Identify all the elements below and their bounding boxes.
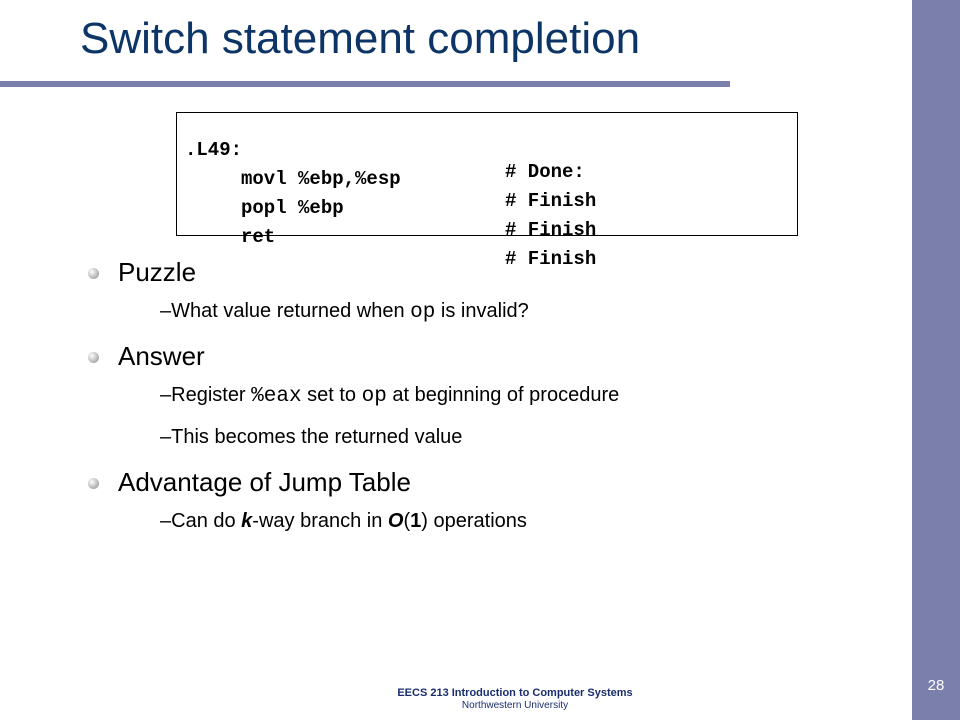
code-comment: # Finish (505, 219, 597, 241)
bullet-icon (88, 352, 99, 363)
bullet-heading-answer: Answer (118, 341, 205, 371)
code-eax: %eax (251, 385, 302, 408)
slide-number: 28 (927, 677, 945, 694)
code-line: .L49: # Done: (177, 117, 797, 183)
bullet-heading-puzzle: Puzzle (118, 257, 197, 287)
right-accent-bar (912, 0, 960, 720)
bullet-icon (88, 268, 99, 279)
code-comment: # Finish (505, 190, 597, 212)
code-instruction: popl %ebp (241, 197, 344, 219)
sub-bullet: –This becomes the returned value (160, 426, 463, 448)
code-op: op (410, 301, 436, 324)
code-line: popl %ebp # Finish (177, 175, 797, 241)
code-instruction: ret (241, 226, 276, 248)
code-comment: # Finish (505, 248, 597, 270)
assembly-code-box: .L49: # Done: movl %ebp,%esp # Finish po… (176, 112, 798, 270)
code-label: .L49: (185, 139, 243, 161)
sub-bullet: –Can do k-way branch in O(1) operations (160, 510, 527, 532)
footer-university: Northwestern University (461, 700, 569, 711)
emphasis-k: k (241, 510, 253, 532)
code-line: movl %ebp,%esp # Finish (177, 146, 797, 212)
sub-bullet: –Register %eax set to op at beginning of… (160, 384, 620, 408)
code-line: ret # Finish (177, 204, 797, 270)
bullet-heading-advantage: Advantage of Jump Table (118, 467, 411, 497)
sub-bullet: –What value returned when op is invalid? (160, 300, 529, 324)
emphasis-o: O (387, 510, 404, 532)
title-underline-bar (0, 81, 730, 87)
footer-course: EECS 213 Introduction to Computer System… (397, 687, 633, 699)
bullet-icon (88, 478, 99, 489)
emphasis-1: 1 (410, 510, 422, 532)
code-comment: # Done: (505, 161, 585, 183)
code-op: op (361, 385, 387, 408)
code-instruction: movl %ebp,%esp (241, 168, 401, 190)
slide-title: Switch statement completion (80, 14, 641, 63)
